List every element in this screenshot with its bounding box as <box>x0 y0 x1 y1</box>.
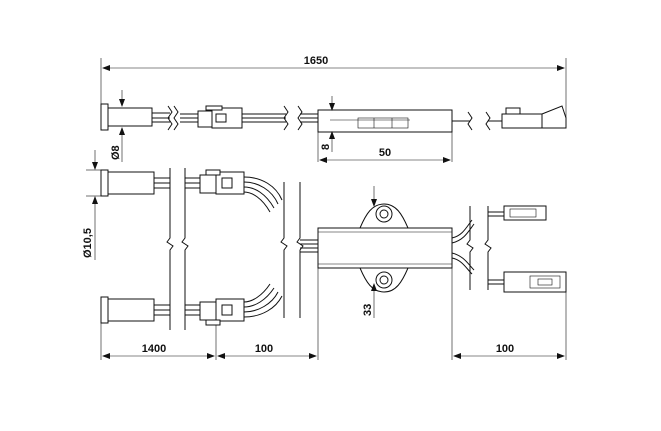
cable-right-label: 100 <box>496 343 514 355</box>
right-output-cables <box>451 205 567 293</box>
top-connector <box>180 105 318 131</box>
box-height-label: 8 <box>320 144 332 150</box>
hole-spacing-dimension: 33 <box>362 186 377 318</box>
box-height-dimension: 8 <box>320 96 335 152</box>
hole-spacing-label: 33 <box>362 304 374 316</box>
overall-length-dimension: 1650 <box>100 55 567 118</box>
bottom-dimensions: 1400 100 100 <box>100 268 567 360</box>
upper-left-sensor <box>100 169 170 197</box>
lower-connector <box>185 283 283 326</box>
sensor-diameter-top-label: Ø8 <box>110 145 122 160</box>
break-marks-left <box>166 168 189 330</box>
cable-left-label: 1400 <box>142 343 166 355</box>
cable-middle-label: 100 <box>255 343 273 355</box>
total-length-label: 1650 <box>304 55 328 67</box>
left-sensor-diameter: Ø10,5 <box>82 150 101 260</box>
break-marks-middle <box>280 182 304 318</box>
main-junction-box <box>317 203 453 293</box>
box-length-dimension: 50 <box>317 132 453 163</box>
top-sensor-diameter: Ø8 <box>110 90 125 162</box>
cable-into-box <box>300 239 318 253</box>
lower-left-sensor <box>100 296 170 324</box>
upper-connector <box>185 169 283 213</box>
box-length-label: 50 <box>379 147 391 159</box>
top-sensor <box>100 103 179 131</box>
top-junction-box <box>317 105 567 133</box>
sensor-diameter-left-label: Ø10,5 <box>82 228 94 258</box>
